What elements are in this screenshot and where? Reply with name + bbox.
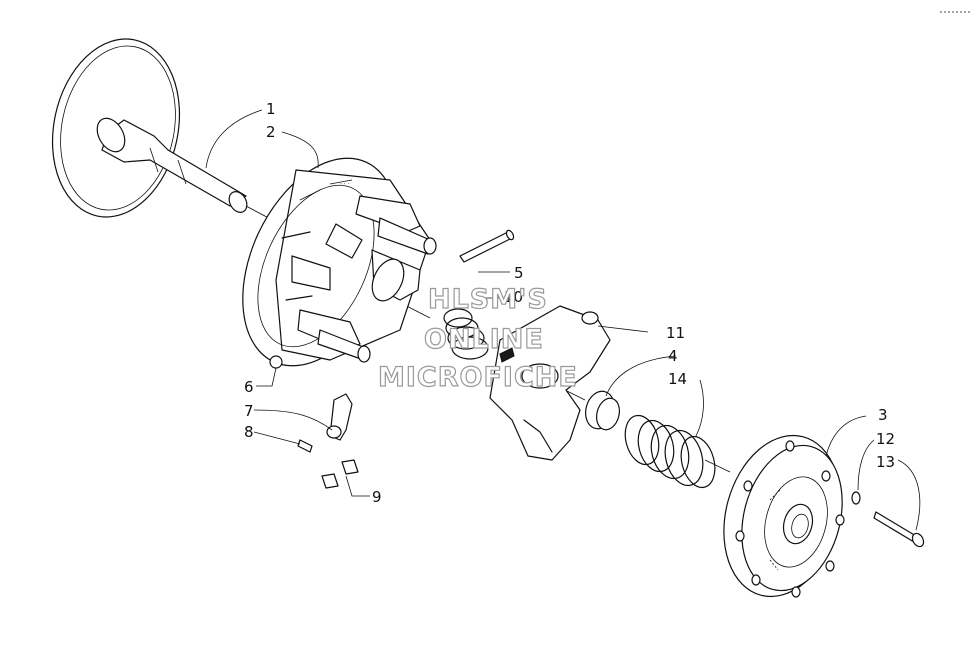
callout-14: 14 xyxy=(668,370,687,388)
clutch-cover xyxy=(723,434,845,598)
fixed-sheave xyxy=(51,38,248,218)
callout-7: 7 xyxy=(244,402,254,420)
callout-1: 1 xyxy=(266,100,276,118)
callout-3: 3 xyxy=(878,406,888,424)
svg-text:· · ·: · · · xyxy=(340,181,350,188)
washers xyxy=(321,459,359,489)
callout-5: 5 xyxy=(514,264,524,282)
bolt xyxy=(873,511,925,548)
callout-9: 9 xyxy=(372,488,382,506)
watermark-line-1: HLSM'S xyxy=(428,284,548,315)
nut xyxy=(851,491,861,505)
callout-13: 13 xyxy=(876,453,895,471)
watermark-line-3: MICROFICHE xyxy=(378,362,578,393)
movable-sheave: · · · xyxy=(242,157,437,367)
callout-2: 2 xyxy=(266,123,276,141)
small-pin xyxy=(297,439,313,453)
small-nut xyxy=(269,355,283,369)
small-spring xyxy=(443,308,489,360)
callout-6: 6 xyxy=(244,378,254,396)
watermark: HLSM'S ONLINE MICROFICHE xyxy=(377,283,578,393)
callout-labels: 1 2 3 4 5 6 7 8 9 10 11 12 13 14 xyxy=(244,100,895,506)
callout-10: 10 xyxy=(504,288,523,306)
leader-lines xyxy=(205,109,921,531)
callout-8: 8 xyxy=(244,423,254,441)
spider-cam xyxy=(489,305,611,461)
callout-11: 11 xyxy=(666,324,685,342)
callout-4: 4 xyxy=(668,347,678,365)
watermark-line-2: ONLINE xyxy=(424,324,544,355)
bushing xyxy=(585,390,621,431)
primary-spring xyxy=(624,414,716,489)
callout-12: 12 xyxy=(876,430,895,448)
roller-arm xyxy=(326,393,353,441)
pin xyxy=(459,229,515,263)
